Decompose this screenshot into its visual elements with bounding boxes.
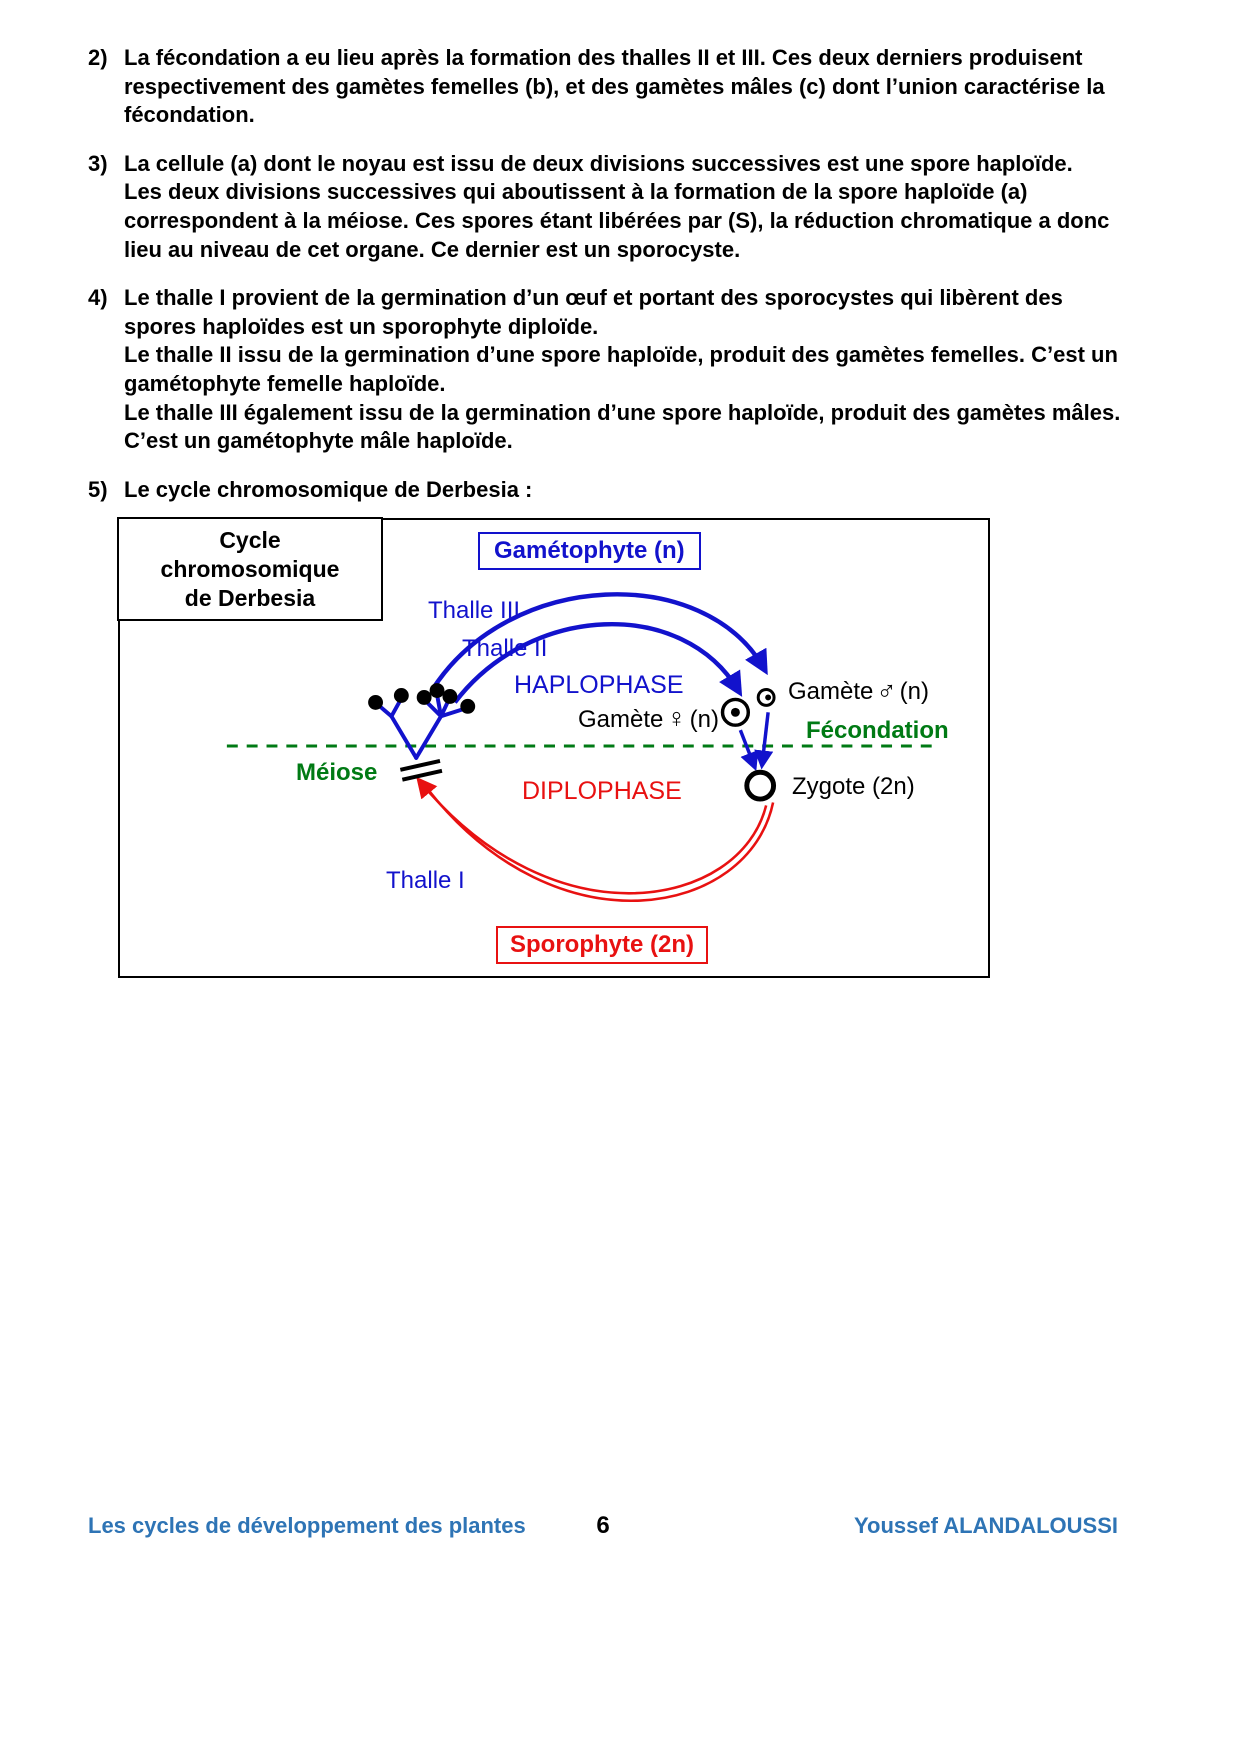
thalle-iii-label: Thalle III [428, 597, 521, 624]
item-number: 3) [88, 150, 108, 176]
sporocyst-dots [368, 683, 476, 714]
sporophyte-arc-inner [427, 788, 775, 903]
page-number: 6 [596, 1512, 610, 1539]
diagram-title-line2: de Derbesia [184, 584, 316, 611]
zygote-label: Zygote (2n) [792, 773, 915, 800]
diagram-title-box: Cycle chromosomique de Derbesia [117, 517, 383, 622]
thalle-ii-label: Thalle II [462, 635, 548, 662]
item-text: La cellule (a) dont le noyau est issu de… [124, 150, 1124, 264]
gamete-female-ploidy: (n) [689, 706, 719, 733]
thalle3-arc [431, 592, 768, 690]
zygote-icon [744, 769, 777, 802]
list-item-4: 4) Le thalle I provient de la germinatio… [88, 284, 1124, 456]
gamete-female-label: Gamète♀(n) [578, 703, 719, 734]
diagram-title-line1: Cycle chromosomique [160, 527, 340, 582]
paragraph: La fécondation a eu lieu après la format… [124, 45, 1105, 128]
fecondation-arrow-male [754, 712, 774, 770]
gamete-male-ploidy: (n) [899, 678, 929, 705]
paragraph: Les deux divisions successives qui about… [124, 179, 1110, 262]
page-footer: Les cycles de développement des plantes … [88, 1512, 1118, 1540]
footer-author: Youssef ALANDALOUSSI [853, 1513, 1119, 1538]
male-gamete-icon [756, 688, 776, 707]
item-number: 5) [88, 476, 108, 502]
item-number: 4) [88, 285, 108, 311]
egg-cell-icon [720, 697, 751, 727]
female-symbol: ♀ [666, 703, 687, 733]
footer-title: Les cycles de développement des plantes [88, 1513, 526, 1538]
gamete-female-text: Gamète [578, 706, 664, 733]
item-text: La fécondation a eu lieu après la format… [124, 44, 1124, 130]
sporophyte-arc [416, 776, 768, 895]
thalle-i-label: Thalle I [386, 867, 465, 894]
meiosis-mark [399, 758, 443, 782]
list-item-2: 2) La fécondation a eu lieu après la for… [88, 44, 1124, 130]
item-text: Le thalle I provient de la germination d… [124, 284, 1124, 456]
gametophyte-box: Gamétophyte (n) [478, 532, 701, 570]
list-item-5: 5) Le cycle chromosomique de Derbesia : [88, 476, 1124, 505]
paragraph: Le thalle I provient de la germination d… [124, 285, 1063, 339]
fecondation-arrow-female [738, 729, 759, 772]
diagram-canvas [226, 592, 938, 903]
derbesia-cycle-diagram: Cycle chromosomique de Derbesia Gamétoph… [117, 517, 990, 978]
paragraph: La cellule (a) dont le noyau est issu de… [124, 150, 1073, 176]
haplophase-label: HAPLOPHASE [514, 671, 684, 699]
item-number: 2) [88, 45, 108, 70]
gamete-male-label: Gamète♂(n) [788, 675, 929, 706]
male-symbol: ♂ [876, 675, 897, 705]
fecondation-label: Fécondation [806, 717, 949, 744]
diplophase-label: DIPLOPHASE [522, 777, 682, 805]
thalle2-arc [453, 622, 743, 704]
paragraph: Le thalle II issu de la germination d’un… [124, 342, 1118, 396]
sporophyte-box: Sporophyte (2n) [496, 926, 708, 964]
gamete-male-text: Gamète [788, 678, 874, 705]
answers-list: 2) La fécondation a eu lieu après la for… [88, 44, 1124, 524]
paragraph: Le cycle chromosomique de Derbesia : [124, 476, 533, 502]
paragraph: Le thalle III également issu de la germi… [124, 399, 1121, 454]
list-item-3: 3) La cellule (a) dont le noyau est issu… [88, 150, 1124, 264]
meiose-label: Méiose [296, 759, 378, 786]
item-text: Le cycle chromosomique de Derbesia : [124, 476, 1124, 505]
